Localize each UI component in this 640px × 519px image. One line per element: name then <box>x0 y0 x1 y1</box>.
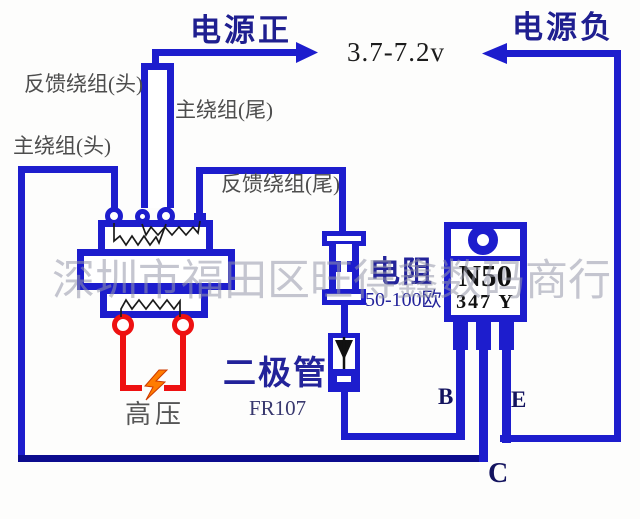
diode-part-label: FR107 <box>249 396 307 420</box>
feedback-tail-wire <box>196 167 346 174</box>
feedback-tail-stub-wire <box>196 167 203 214</box>
resistor-name-label: 电阻 <box>370 256 434 289</box>
transformer-pin2-terminal <box>135 209 150 224</box>
resistor-cap-bottom <box>322 289 366 305</box>
emitter-wire <box>500 435 621 442</box>
collector-leg-upper <box>476 318 491 350</box>
resistor-value-label: 50-100欧 <box>365 289 442 311</box>
base-pin-label: B <box>438 384 454 409</box>
transformer-pin3-terminal <box>157 207 175 225</box>
resistor-diode-wire <box>341 303 348 335</box>
positive-supply-label: 电源正 <box>190 13 292 48</box>
resistor-inner-tick-right <box>347 261 352 272</box>
collector-leg-lower <box>479 350 488 462</box>
hv-wire-right-vertical <box>180 334 186 391</box>
collector-bottom-rail-wire <box>18 455 488 462</box>
transformer-core <box>77 249 235 290</box>
hv-terminal-right <box>172 314 194 336</box>
transformer-pin4-terminal <box>194 213 206 226</box>
negative-rail-wire <box>505 50 621 57</box>
negative-supply-label: 电源负 <box>512 10 614 45</box>
winding-lead-tube <box>141 63 174 208</box>
positive-rail-wire <box>152 49 296 56</box>
left-border-wire <box>18 166 25 462</box>
main-head-stub-wire <box>111 166 118 208</box>
transistor-part-number: N50 <box>458 258 513 293</box>
transistor-label-divider <box>451 256 520 261</box>
resistor-body <box>329 244 359 292</box>
emitter-leg-lower <box>502 350 511 443</box>
diode-base-vertical-wire <box>341 391 348 437</box>
resistor-top-wire <box>339 167 346 233</box>
emitter-pin-label: E <box>511 387 527 412</box>
negative-arrowhead-icon <box>482 43 507 64</box>
high-voltage-label: 高压 <box>125 400 186 429</box>
main-head-wire <box>18 166 118 173</box>
hv-terminal-left <box>112 314 134 336</box>
transistor-mounting-hole <box>468 225 498 255</box>
main-winding-head-label: 主绕组(头) <box>13 134 111 158</box>
transistor-marking: 347 Y <box>456 291 515 313</box>
diode-base-horizontal-wire <box>341 433 463 440</box>
positive-rail-drop-wire <box>152 49 159 65</box>
right-vertical-wire <box>614 50 621 442</box>
emitter-leg-upper <box>499 318 514 350</box>
main-winding-tail-label: 主绕组(尾) <box>175 98 273 122</box>
transformer-pin1-terminal <box>105 207 123 225</box>
hv-wire-right-horizontal <box>164 385 186 391</box>
collector-pin-label: C <box>488 458 509 489</box>
hv-wire-left-horizontal <box>120 385 142 391</box>
voltage-range-label: 3.7-7.2v <box>347 37 445 67</box>
resistor-inner-tick-left <box>336 261 341 272</box>
hv-wire-left-vertical <box>120 334 126 391</box>
store-watermark: 深圳市福田区旺得鑫数码商行 <box>52 258 611 305</box>
base-leg-lower <box>456 350 465 440</box>
resistor-cap-top <box>322 231 366 246</box>
positive-arrowhead-icon <box>296 42 318 63</box>
base-leg-upper <box>453 318 468 350</box>
diode-name-label: 二极管 <box>223 356 328 392</box>
feedback-winding-tail-label: 反馈绕组(尾) <box>221 172 340 196</box>
feedback-winding-head-label: 反馈绕组(头) <box>24 72 143 96</box>
diode-body <box>328 333 360 392</box>
